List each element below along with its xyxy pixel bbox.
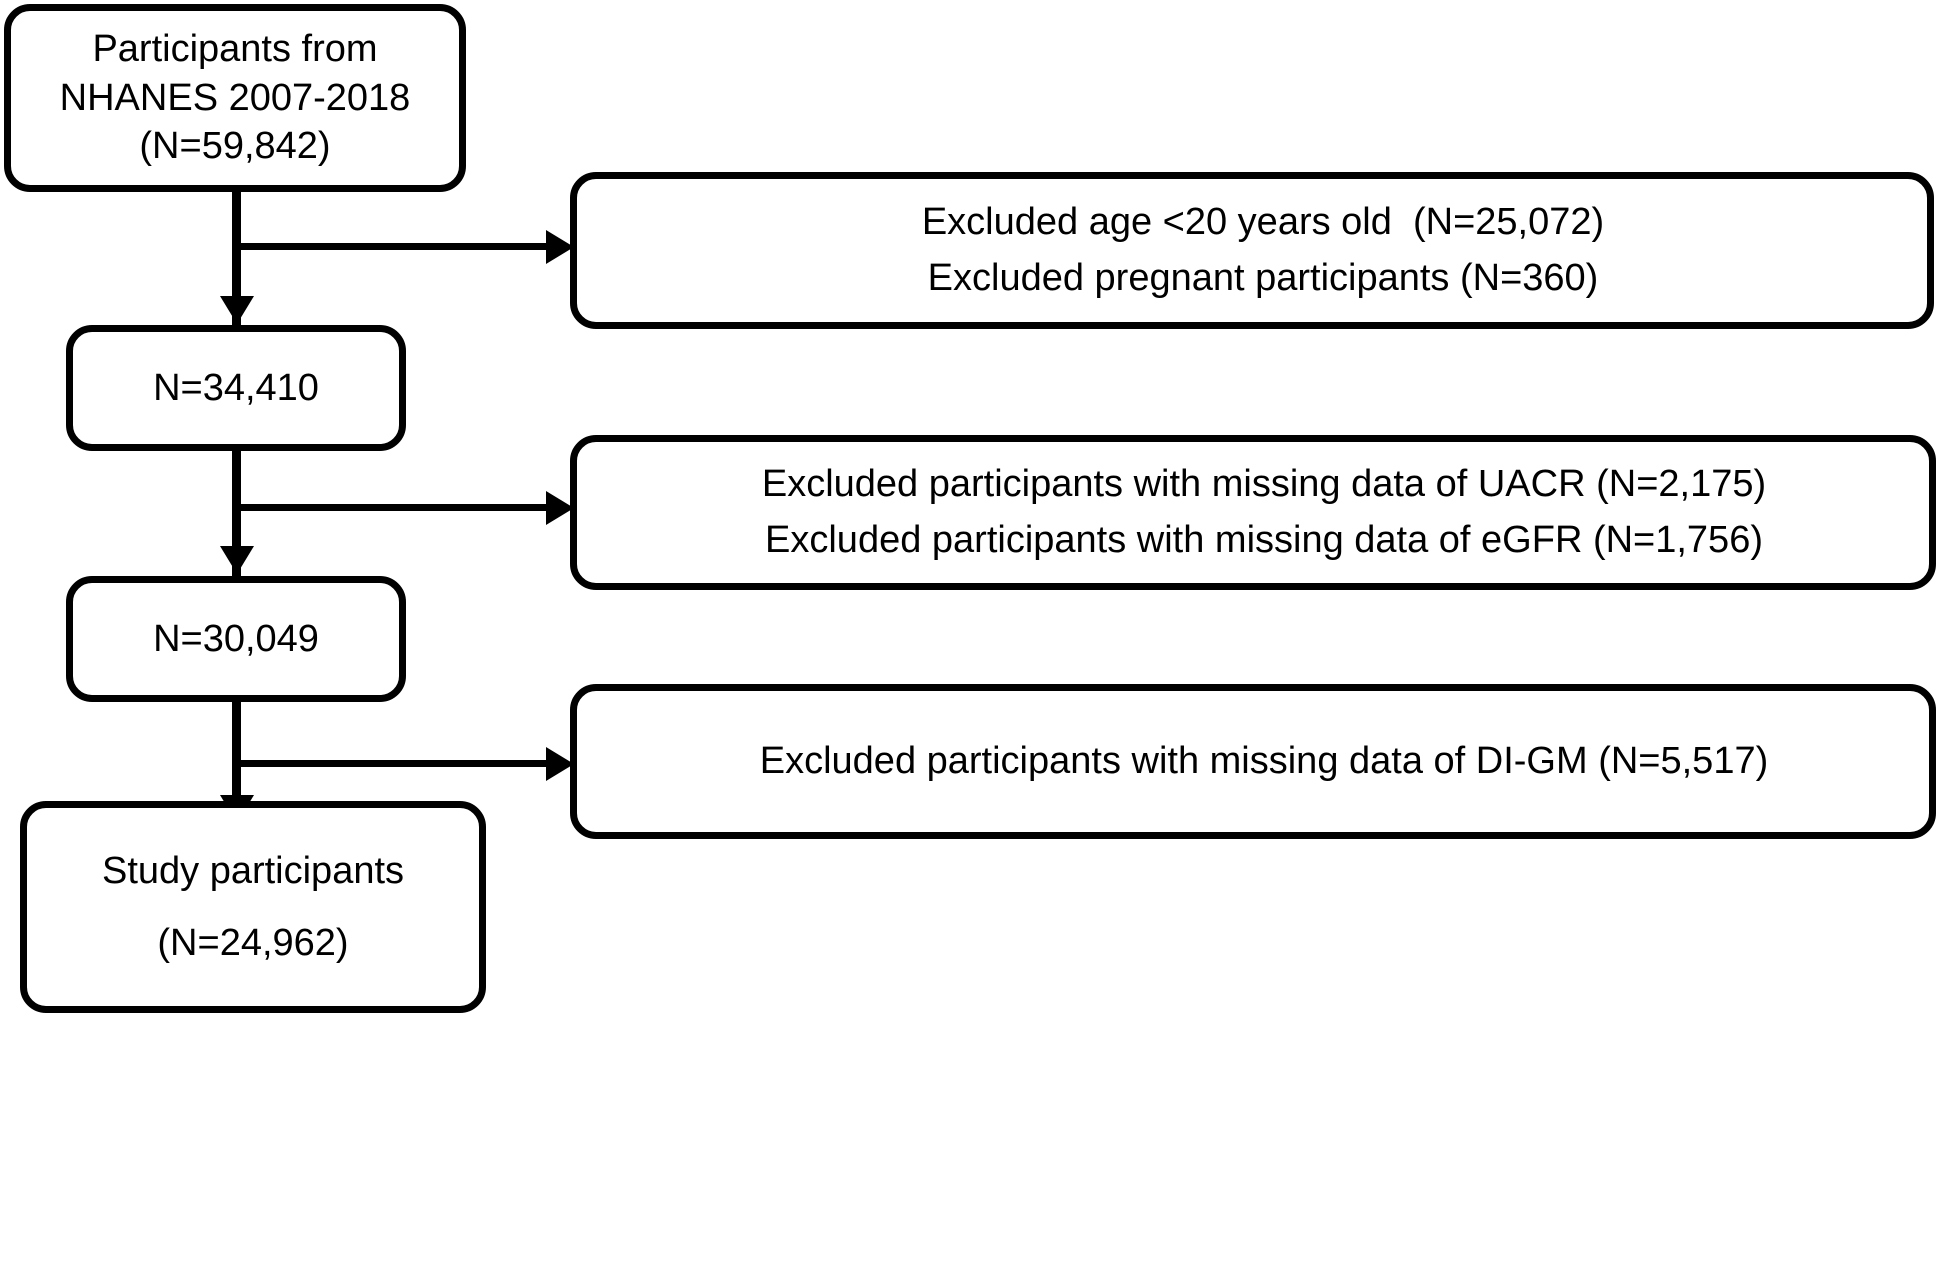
- connector-branch-exclusion-1: [236, 243, 550, 250]
- arrowhead-down-stage1: [220, 296, 254, 324]
- exclusion-1-line-1: Excluded age <20 years old (N=25,072): [921, 201, 1605, 244]
- node-exclusion-3: Excluded participants with missing data …: [570, 684, 1936, 839]
- arrowhead-right-exclusion-2: [546, 491, 574, 525]
- exclusion-3-line-1: Excluded participants with missing data …: [759, 739, 1769, 782]
- exclusion-2-line-2: Excluded participants with missing data …: [765, 518, 1763, 561]
- node-final-study-participants: Study participants (N=24,962): [20, 801, 486, 1013]
- arrowhead-down-stage2: [220, 546, 254, 574]
- connector-source-to-stage1: [232, 192, 241, 332]
- node-source-population: Participants from NHANES 2007-2018 (N=59…: [4, 4, 466, 192]
- node-stage2-count: N=30,049: [66, 576, 406, 702]
- arrowhead-right-exclusion-1: [546, 230, 574, 264]
- node-final-line-2: (N=24,962): [157, 922, 349, 964]
- connector-stage2-to-final: [232, 702, 241, 832]
- node-exclusion-2: Excluded participants with missing data …: [570, 435, 1936, 590]
- node-stage2-line-1: N=30,049: [153, 617, 319, 660]
- exclusion-2-line-1: Excluded participants with missing data …: [761, 463, 1767, 506]
- connector-branch-exclusion-3: [236, 760, 550, 767]
- node-source-line-2: NHANES 2007-2018: [59, 76, 411, 119]
- node-source-line-1: Participants from: [92, 28, 378, 71]
- node-final-line-1: Study participants: [101, 849, 405, 892]
- node-stage1-count: N=34,410: [66, 325, 406, 451]
- connector-branch-exclusion-2: [236, 504, 550, 511]
- node-exclusion-1: Excluded age <20 years old (N=25,072) Ex…: [570, 172, 1934, 329]
- node-stage1-line-1: N=34,410: [153, 366, 319, 409]
- node-source-line-3: (N=59,842): [139, 125, 331, 168]
- exclusion-1-line-2: Excluded pregnant participants (N=360): [927, 256, 1599, 299]
- connector-stage1-to-stage2: [232, 451, 241, 591]
- arrowhead-right-exclusion-3: [546, 747, 574, 781]
